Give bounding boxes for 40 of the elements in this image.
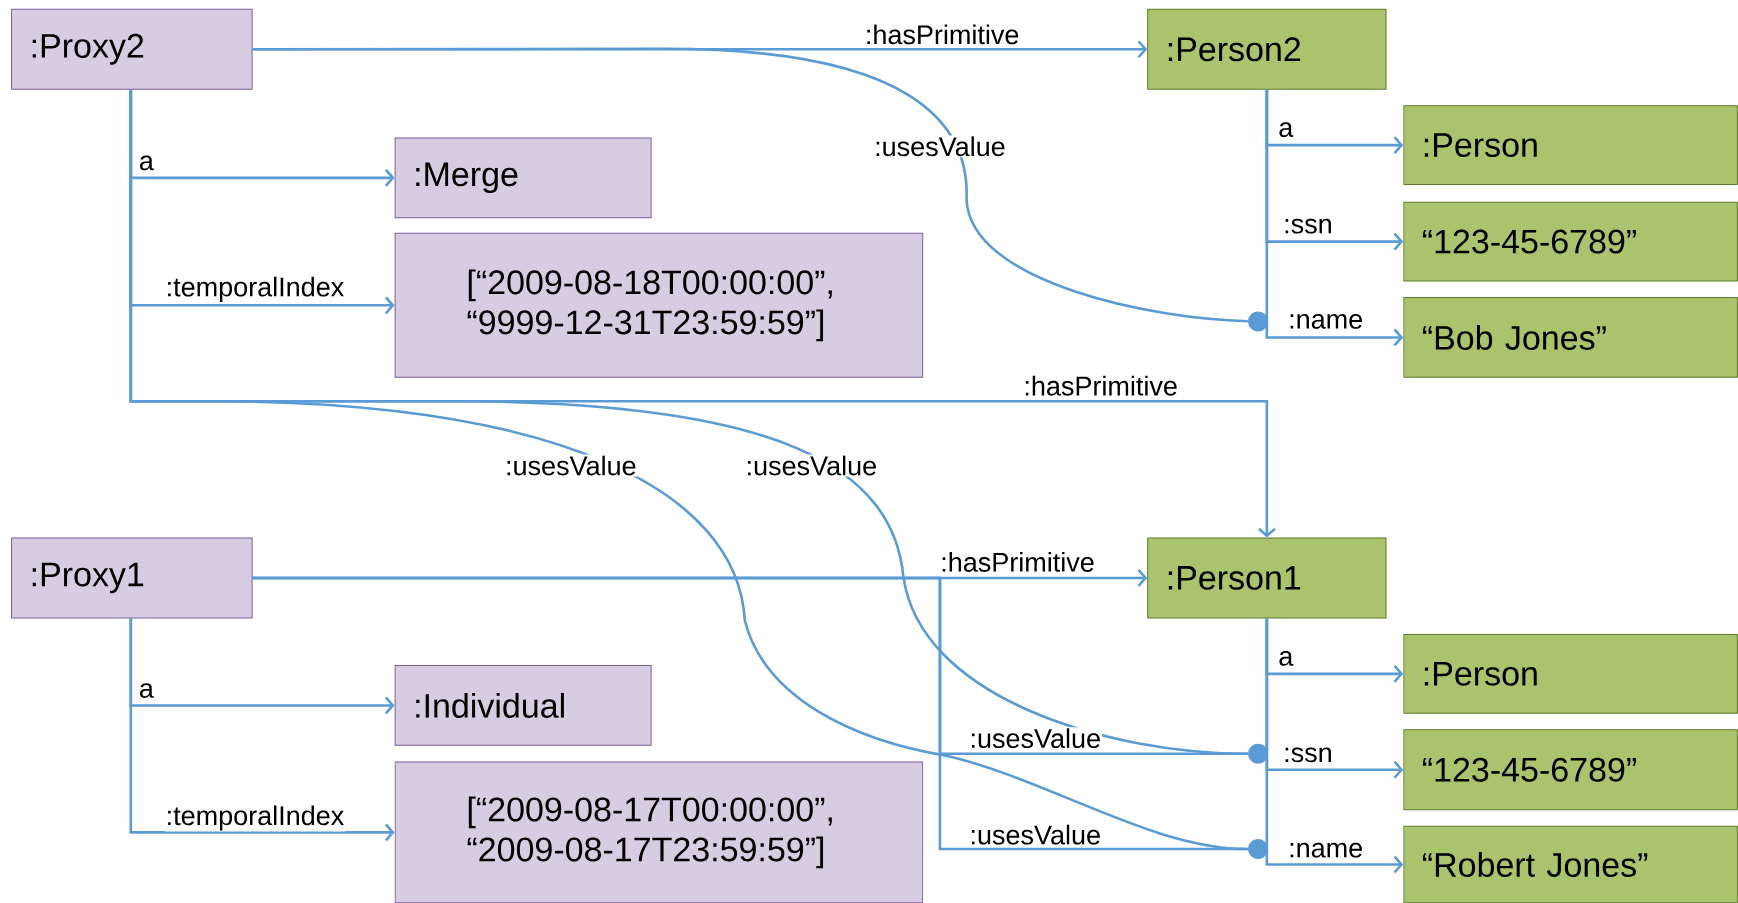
edge-label: :usesValue: [504, 454, 638, 477]
node-box: :Individual: [394, 664, 652, 746]
node-box: :Person2: [1147, 8, 1387, 90]
edge-label: :usesValue: [968, 823, 1103, 846]
junction-dot: [1248, 838, 1269, 859]
edge-label: a: [137, 154, 155, 172]
edge-label: :ssn: [1282, 217, 1334, 235]
node-box: “Robert Jones”: [1403, 825, 1738, 903]
edge-label: :ssn: [1282, 746, 1334, 764]
node-box: :Merge: [394, 137, 652, 219]
edge-label: a: [137, 681, 155, 699]
connector: [1265, 89, 1404, 347]
edge-label: a: [1277, 121, 1295, 138]
node-box: [“2009-08-17T00:00:00”, “2009-08-17T23:59:59”]: [394, 761, 924, 903]
connector: [1265, 618, 1404, 874]
edge-label: :usesValue: [744, 454, 879, 477]
node-box: :Person: [1403, 633, 1738, 714]
node-box: “Bob Jones”: [1403, 296, 1738, 378]
junction-dot: [1248, 311, 1269, 332]
node-box: “123-45-6789”: [1403, 729, 1738, 810]
edge-label: :name: [1287, 312, 1365, 330]
node-box: :Person1: [1147, 537, 1387, 619]
connector: [252, 47, 1248, 323]
node-box: :Proxy1: [11, 537, 253, 619]
edge-label: :usesValue: [968, 727, 1103, 749]
junction-dot: [1248, 743, 1269, 764]
edge-label: :temporalIndex: [164, 804, 346, 832]
edge-label: a: [1277, 649, 1295, 667]
connector: [252, 576, 1248, 851]
edge-label: :name: [1287, 841, 1365, 859]
node-box: [“2009-08-18T00:00:00”, “9999-12-31T23:59:59”]: [394, 232, 924, 378]
edge-label: :hasPrimitive: [1022, 374, 1179, 397]
node-box: “123-45-6789”: [1403, 201, 1738, 282]
node-box: :Proxy2: [11, 8, 253, 90]
node-box: :Person: [1403, 105, 1738, 185]
edge-label: :hasPrimitive: [863, 23, 1021, 46]
edge-label: :temporalIndex: [164, 275, 346, 303]
edge-label: :hasPrimitive: [939, 550, 1096, 573]
edge-label: :usesValue: [873, 135, 1007, 158]
connector: [129, 618, 395, 842]
